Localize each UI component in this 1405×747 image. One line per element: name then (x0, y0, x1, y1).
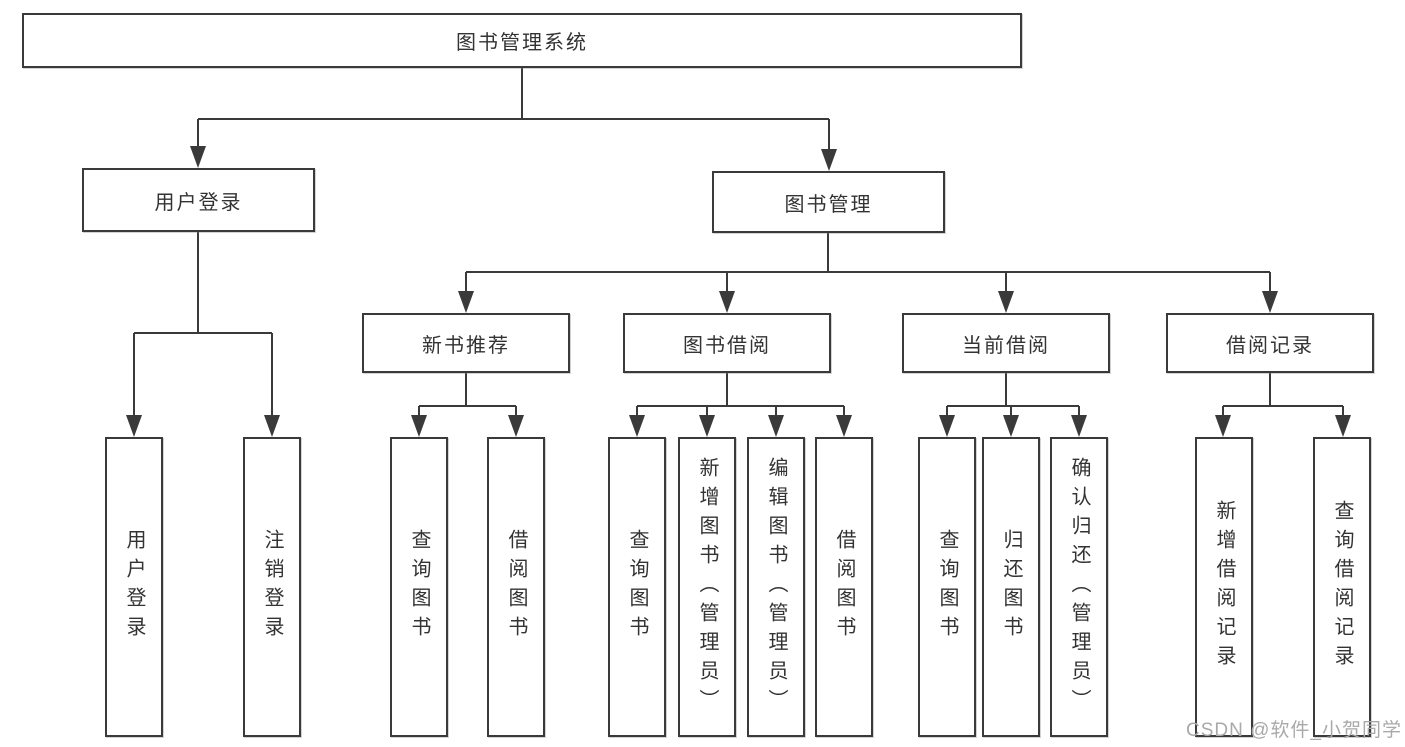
leaf-confirm-return-admin: 确认归还（管理员） (1050, 437, 1108, 737)
leaf-edit-books-admin-label: 编辑图书（管理员） (765, 456, 787, 718)
node-user-login-label: 用户登录 (154, 191, 243, 214)
leaf-query-books-1-label: 查询图书 (408, 529, 430, 645)
leaf-edit-books-admin: 编辑图书（管理员） (747, 437, 805, 737)
connector-user-login-children (126, 232, 280, 437)
node-book-borrow: 图书借阅 (623, 313, 831, 373)
leaf-add-books-admin: 新增图书（管理员） (678, 437, 736, 737)
leaf-add-borrow-record-label: 新增借阅记录 (1213, 500, 1235, 674)
node-root-label: 图书管理系统 (456, 32, 588, 54)
watermark: CSDN @软件_小贺同学 (1186, 720, 1402, 741)
leaf-logout: 注销登录 (243, 437, 301, 737)
node-borrow-records: 借阅记录 (1166, 313, 1374, 373)
leaf-user-login: 用户登录 (105, 437, 163, 737)
leaf-borrow-books-2-label: 借阅图书 (833, 529, 855, 645)
leaf-query-books-3-label: 查询图书 (936, 529, 958, 645)
node-user-login: 用户登录 (82, 168, 315, 232)
node-book-borrow-label: 图书借阅 (683, 334, 771, 357)
leaf-query-books-2: 查询图书 (608, 437, 666, 737)
leaf-query-borrow-record: 查询借阅记录 (1313, 437, 1371, 737)
connector-new-book-children (411, 373, 524, 437)
connector-current-borrow-children (939, 373, 1087, 437)
node-root-system: 图书管理系统 (22, 13, 1022, 68)
leaf-borrow-books-1-label: 借阅图书 (505, 529, 527, 645)
leaf-return-books: 归还图书 (982, 437, 1040, 737)
leaf-borrow-books-2: 借阅图书 (815, 437, 873, 737)
leaf-return-books-label: 归还图书 (1000, 529, 1022, 645)
leaf-logout-label: 注销登录 (261, 529, 283, 645)
node-new-book-recommend: 新书推荐 (362, 313, 570, 373)
leaf-query-borrow-record-label: 查询借阅记录 (1331, 500, 1353, 674)
leaf-query-books-2-label: 查询图书 (626, 529, 648, 645)
leaf-add-borrow-record: 新增借阅记录 (1195, 437, 1253, 737)
node-new-book-recommend-label: 新书推荐 (422, 334, 510, 357)
leaf-confirm-return-admin-label: 确认归还（管理员） (1068, 456, 1090, 718)
connector-book-management-children (458, 233, 1278, 313)
leaf-borrow-books-1: 借阅图书 (487, 437, 545, 737)
leaf-user-login-label: 用户登录 (123, 529, 145, 645)
node-book-management-label: 图书管理 (784, 193, 873, 216)
connector-borrow-record-children (1215, 373, 1351, 437)
node-current-borrow-label: 当前借阅 (962, 334, 1050, 357)
connector-book-borrow-children (629, 373, 852, 437)
leaf-query-books-1: 查询图书 (390, 437, 448, 737)
node-book-management: 图书管理 (712, 171, 945, 233)
node-borrow-records-label: 借阅记录 (1226, 334, 1314, 357)
node-current-borrow: 当前借阅 (902, 313, 1110, 373)
connector-root-to-level2 (190, 68, 837, 171)
leaf-query-books-3: 查询图书 (918, 437, 976, 737)
leaf-add-books-admin-label: 新增图书（管理员） (696, 456, 718, 718)
